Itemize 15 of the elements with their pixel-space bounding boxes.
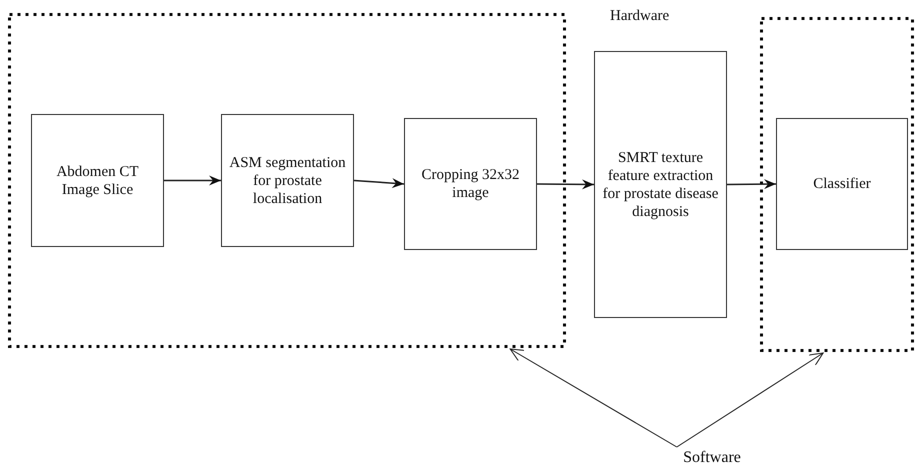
group-label: Software bbox=[672, 447, 752, 469]
group-label: Hardware bbox=[609, 7, 670, 25]
process-box: Cropping 32x32 image bbox=[404, 118, 537, 250]
process-box: SMRT texture feature extraction for prostate disease diagnosis bbox=[594, 51, 727, 318]
process-box: Classifier bbox=[776, 118, 908, 250]
arrow bbox=[537, 179, 594, 190]
arrow bbox=[164, 176, 221, 186]
arrow bbox=[354, 178, 404, 188]
arrow bbox=[676, 352, 824, 448]
arrow bbox=[727, 179, 776, 190]
process-box: Abdomen CT Image Slice bbox=[31, 114, 164, 247]
dotted-group-box bbox=[760, 17, 914, 352]
arrow bbox=[510, 348, 678, 448]
process-box: ASM segmentation for prostate localisation bbox=[221, 114, 354, 247]
dotted-group-box bbox=[8, 13, 566, 348]
